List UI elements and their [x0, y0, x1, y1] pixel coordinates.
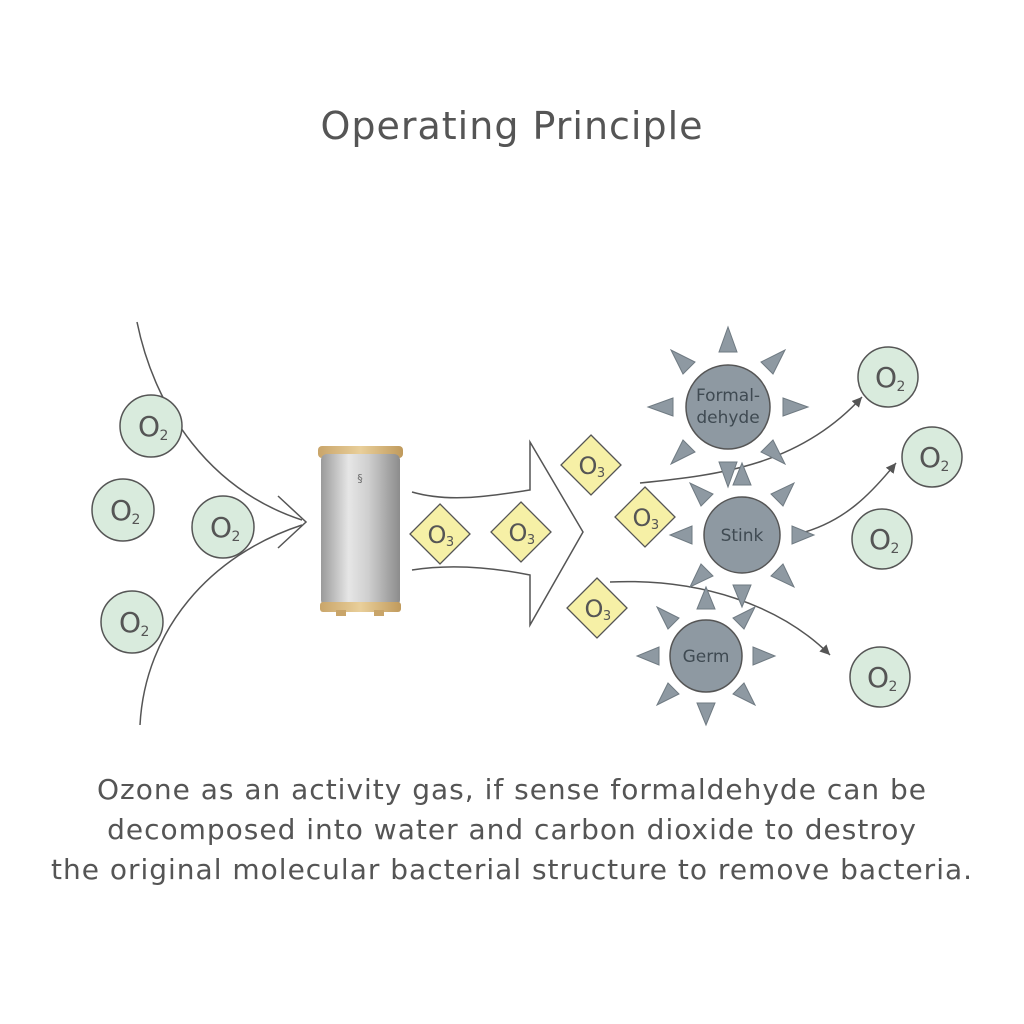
o2-label: O: [869, 523, 891, 556]
page-title: Operating Principle: [320, 104, 704, 148]
ozone-purifier-device: §: [318, 446, 403, 616]
formaldehyde-label-line2: dehyde: [696, 408, 759, 428]
o2-subscript: 2: [160, 428, 169, 444]
caption-line-3: the original molecular bacterial structu…: [50, 853, 974, 886]
o3-label: O: [428, 521, 447, 549]
o3-label: O: [633, 504, 652, 532]
o2-label: O: [875, 361, 897, 394]
ozone-flow-to-germ: [609, 580, 831, 656]
o2-label: O: [210, 511, 232, 544]
o2-subscript: 2: [941, 459, 950, 475]
device-logo-icon: §: [357, 472, 363, 485]
o3-subscript: 3: [603, 609, 611, 624]
o3-subscript: 3: [597, 466, 605, 481]
o2-subscript: 2: [132, 512, 141, 528]
o2-subscript: 2: [141, 624, 150, 640]
o2-subscript: 2: [891, 541, 900, 557]
o3-label: O: [585, 595, 604, 623]
caption-line-1: Ozone as an activity gas, if sense forma…: [96, 773, 928, 806]
o2-label: O: [867, 661, 889, 694]
formaldehyde-label-line1: Formal-: [696, 386, 760, 406]
caption: Ozone as an activity gas, if sense forma…: [0, 770, 1024, 890]
o2-label: O: [919, 441, 941, 474]
inflow-curve-top: [136, 321, 303, 521]
o2-label: O: [119, 606, 141, 639]
ozone-flow-to-formaldehyde: [639, 396, 863, 484]
o3-subscript: 3: [527, 533, 535, 548]
outflow-big-arrow: [411, 439, 584, 628]
o2-subscript: 2: [889, 679, 898, 695]
o3-subscript: 3: [651, 518, 659, 533]
o2-label: O: [110, 494, 132, 527]
germ-threat-icon: Germ: [635, 585, 777, 727]
ozone-flow-from-stink: [804, 462, 897, 533]
caption-line-2: decomposed into water and carbon dioxide…: [107, 813, 917, 846]
germ-label: Germ: [683, 647, 730, 667]
o3-subscript: 3: [446, 535, 454, 550]
o2-label: O: [138, 410, 160, 443]
o3-label: O: [509, 519, 528, 547]
stink-label: Stink: [721, 526, 764, 546]
stink-threat-icon: Stink: [668, 461, 816, 609]
o3-label: O: [579, 452, 598, 480]
inflow-curve-bottom: [139, 524, 303, 726]
inflow-arrowhead: [277, 495, 308, 549]
o2-subscript: 2: [897, 379, 906, 395]
o2-subscript: 2: [232, 529, 241, 545]
formaldehyde-threat-icon: Formal- dehyde: [646, 325, 810, 489]
